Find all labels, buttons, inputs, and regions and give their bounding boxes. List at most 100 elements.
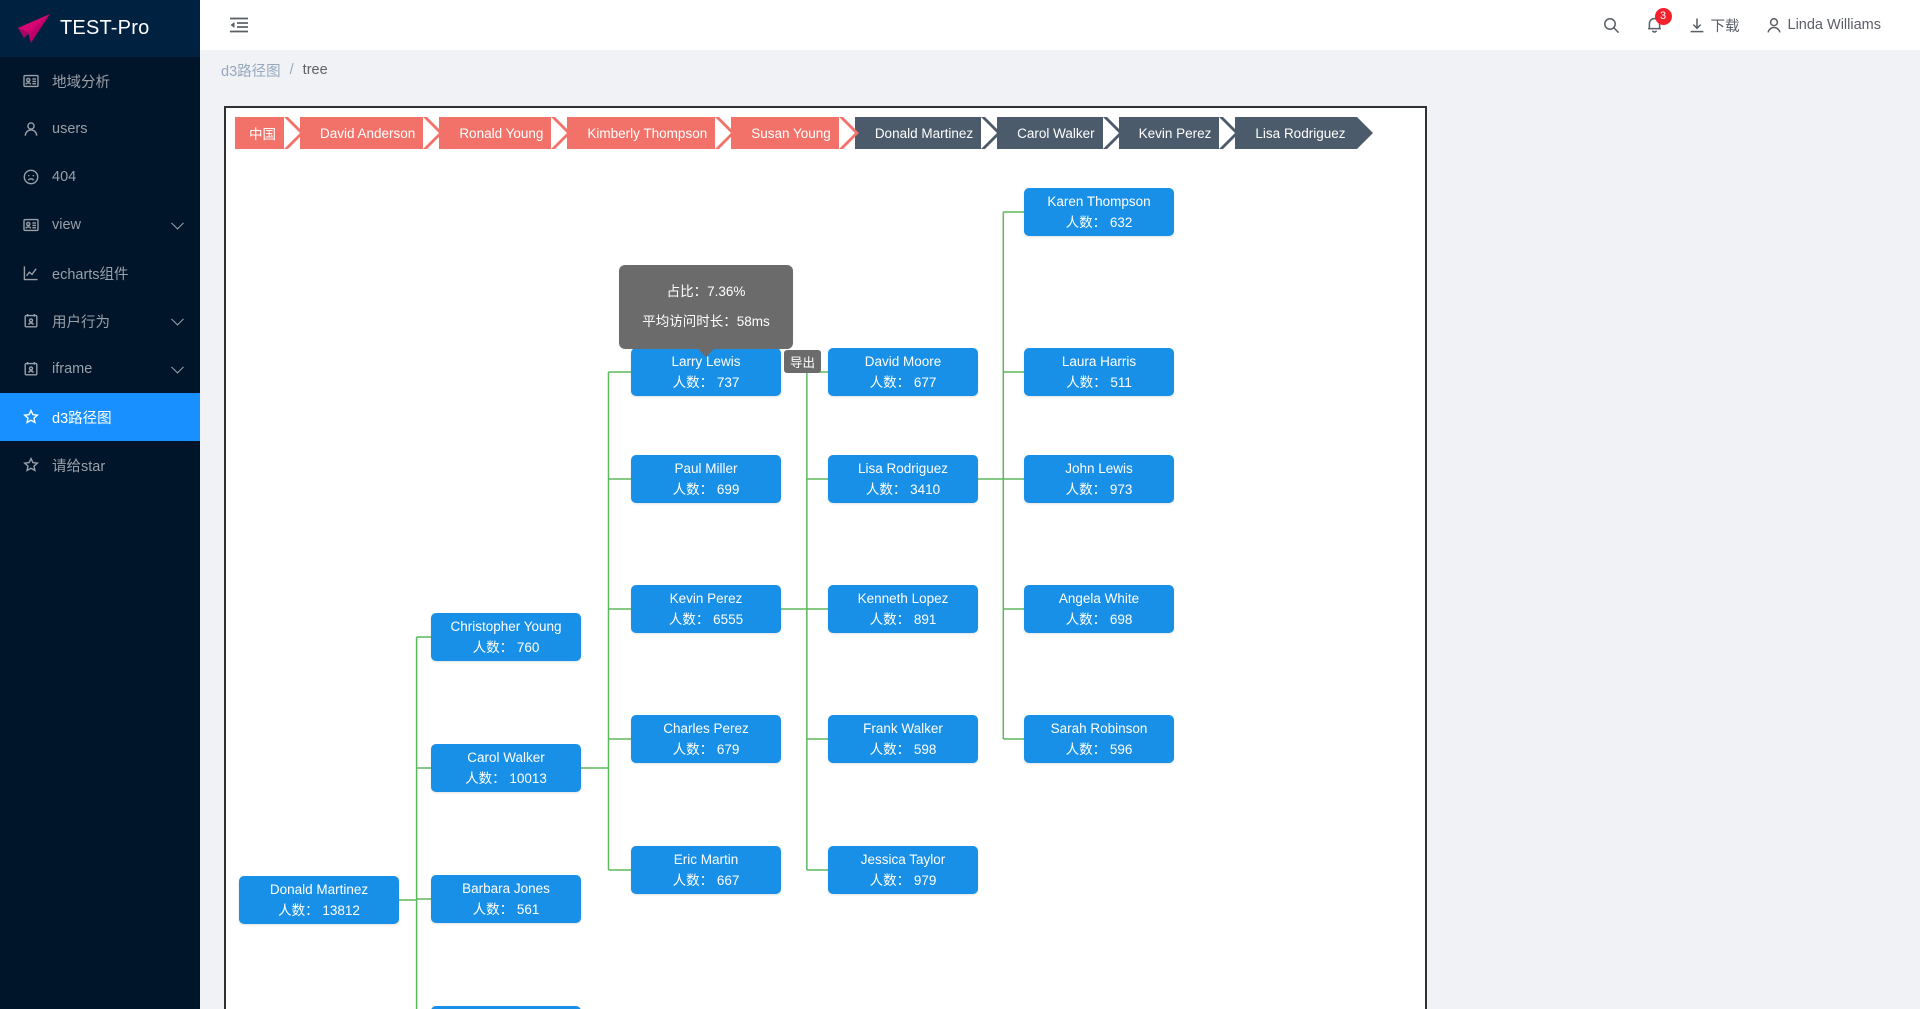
tree-node-name: Paul Miller (674, 460, 738, 476)
tree-link (581, 371, 631, 871)
tree-links (399, 211, 1024, 1009)
tree-node-count: 人数： 561 (472, 901, 540, 917)
chevron-down-icon (171, 216, 184, 230)
tree-node-count: 人数： 511 (1066, 374, 1132, 390)
sidebar-item-3[interactable]: view (0, 201, 200, 249)
tree-node-name: Lisa Rodriguez (857, 460, 949, 476)
logo-area[interactable]: TEST-Pro (0, 0, 200, 57)
export-button[interactable]: 导出 (784, 350, 822, 373)
sidebar-item-5[interactable]: 用户行为 (0, 297, 200, 345)
tree-node-name: Angela White (1058, 590, 1140, 606)
user-name: Linda Williams (1787, 17, 1881, 33)
tree-node-karen-thompson[interactable]: Karen Thompson 人数： 632 (1024, 188, 1174, 236)
tree-node-eric-martin[interactable]: Eric Martin 人数： 667 (631, 846, 781, 894)
chevron-down-icon (171, 360, 184, 374)
tree-node-name: Kenneth Lopez (857, 590, 949, 606)
path-chevron-step[interactable]: Lisa Rodriguez (1219, 117, 1374, 149)
path-chevron-step[interactable]: David Anderson (283, 117, 444, 149)
tree-node-count: 人数： 699 (672, 481, 740, 497)
breadcrumb-root[interactable]: d3路径图 (221, 63, 281, 80)
tree-node-name: John Lewis (1065, 460, 1133, 476)
path-chevron-label: 中国 (249, 127, 276, 142)
tree-node-name: Christopher Young (450, 618, 562, 634)
tree-node-barbara-jones[interactable]: Barbara Jones 人数： 561 (431, 875, 581, 923)
tree-node-count: 人数： 760 (472, 639, 540, 655)
tree-node-name: Charles Perez (663, 720, 749, 736)
top-header: 3 下载 Lind (200, 0, 1920, 50)
tree-node-john-lewis[interactable]: John Lewis 人数： 973 (1024, 455, 1174, 503)
tree-node-count: 人数： 973 (1065, 481, 1133, 497)
search-button[interactable] (1590, 0, 1633, 50)
sidebar-item-label: 请给star (52, 458, 106, 475)
notification-badge: 3 (1654, 8, 1672, 25)
search-icon (1603, 17, 1620, 34)
tree-node-count: 人数： 698 (1065, 611, 1133, 627)
tree-node-sarah-robinson[interactable]: Sarah Robinson 人数： 596 (1024, 715, 1174, 763)
tree-node-name: Karen Thompson (1047, 193, 1151, 209)
badge-icon (22, 360, 40, 378)
tree-node-count: 人数： 677 (869, 374, 937, 390)
tree-node-name: Sarah Robinson (1050, 720, 1148, 736)
path-chevron-label: Lisa Rodriguez (1255, 125, 1346, 141)
tree-node-angela-white[interactable]: Angela White 人数： 698 (1024, 585, 1174, 633)
download-button[interactable]: 下载 (1676, 0, 1753, 50)
notifications-button[interactable]: 3 (1633, 0, 1676, 50)
tree-node-christopher-young[interactable]: Christopher Young 人数： 760 (431, 613, 581, 661)
tree-node-name: Laura Harris (1061, 353, 1137, 369)
header-actions: 3 下载 Lind (1590, 0, 1920, 50)
tree-node-paul-miller[interactable]: Paul Miller 人数： 699 (631, 455, 781, 503)
tree-node-count: 人数： 979 (869, 872, 937, 888)
tree-node-larry-lewis[interactable]: Larry Lewis 人数： 737 (631, 348, 781, 396)
sidebar-item-2[interactable]: 404 (0, 153, 200, 201)
sidebar-item-label: echarts组件 (52, 266, 129, 283)
sidebar-item-1[interactable]: users (0, 105, 200, 153)
tree-node-name: Jessica Taylor (860, 851, 946, 867)
sidebar-item-7[interactable]: d3路径图 (0, 393, 200, 441)
tree-link (399, 636, 431, 1009)
path-chevron-step[interactable]: Susan Young (715, 117, 859, 149)
sad-face-icon (22, 168, 40, 186)
path-chevron-step[interactable]: Ronald Young (423, 117, 572, 149)
sidebar: TEST-Pro 地域分析 users 404 view echarts组件 用… (0, 0, 200, 1009)
sidebar-item-0[interactable]: 地域分析 (0, 57, 200, 105)
tree-node-count: 人数： 598 (869, 741, 937, 757)
sidebar-item-8[interactable]: 请给star (0, 441, 200, 489)
tree-node-count: 人数： 737 (672, 374, 740, 390)
tooltip-line-ratio: 占比：7.36% (666, 284, 746, 299)
node-tooltip: 占比：7.36% 平均访问时长：58ms (619, 265, 793, 357)
tree-node-name: Larry Lewis (671, 353, 741, 369)
user-menu-button[interactable]: Linda Williams (1753, 0, 1894, 50)
sidebar-item-6[interactable]: iframe (0, 345, 200, 393)
tree-node-name: Donald Martinez (269, 881, 369, 897)
tree-node-count: 人数： 632 (1065, 214, 1133, 230)
line-chart-icon (22, 264, 40, 282)
path-chevron-label: David Anderson (320, 125, 416, 141)
tree-node-count: 人数： 667 (672, 872, 740, 888)
tree-node-name: Carol Walker (467, 749, 545, 765)
path-chevron-step[interactable]: Donald Martinez (838, 117, 1002, 149)
sidebar-item-4[interactable]: echarts组件 (0, 249, 200, 297)
tree-node-name: Barbara Jones (462, 880, 550, 896)
tree-link (978, 211, 1024, 740)
user-icon (22, 120, 40, 138)
tree-node-jessica-taylor[interactable]: Jessica Taylor 人数： 979 (828, 846, 978, 894)
tree-node-count: 人数： 596 (1065, 741, 1133, 757)
tree-node-name: Eric Martin (673, 851, 739, 867)
sidebar-menu: 地域分析 users 404 view echarts组件 用户行为 ifram… (0, 57, 200, 489)
star-icon (22, 408, 40, 426)
download-label: 下载 (1710, 18, 1740, 35)
menu-fold-icon[interactable] (228, 14, 250, 36)
tree-node-laura-harris[interactable]: Laura Harris 人数： 511 (1024, 348, 1174, 396)
